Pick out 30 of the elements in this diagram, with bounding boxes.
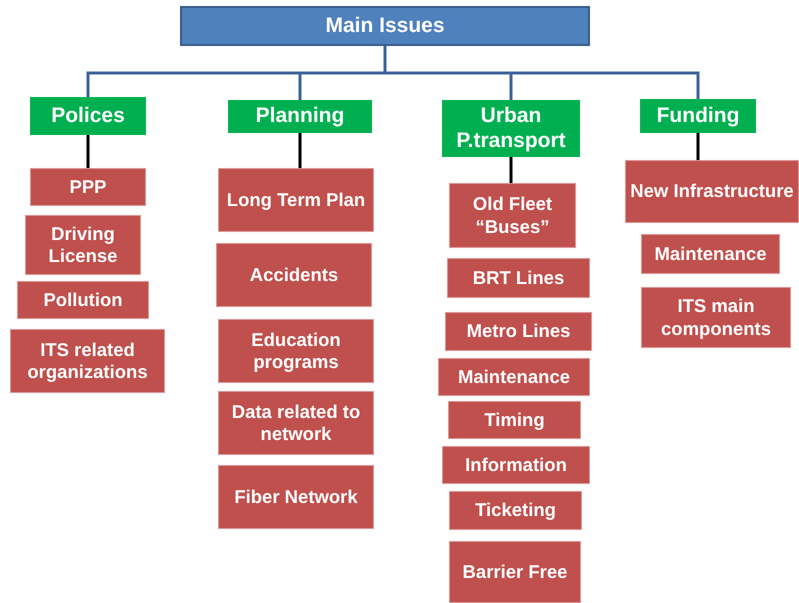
category-box: Polices — [30, 97, 146, 135]
topic-box: Pollution — [17, 281, 149, 319]
topic-box: ITS main components — [641, 287, 791, 348]
topic-box: Maintenance — [641, 234, 780, 274]
topic-box: Maintenance — [438, 358, 590, 396]
topic-box: Long Term Plan — [218, 168, 374, 232]
topic-box: PPP — [30, 168, 146, 206]
topic-box: Data related to network — [218, 391, 374, 455]
topic-box: Metro Lines — [445, 312, 592, 351]
connector-line — [384, 46, 700, 99]
connector-line — [86, 135, 90, 168]
topic-box: Barrier Free — [449, 541, 581, 603]
topic-box: Accidents — [216, 243, 372, 307]
topic-box: New Infrastructure — [625, 160, 799, 223]
connector-line — [298, 133, 302, 168]
heading-box: Main Issues — [180, 6, 590, 46]
category-box: Funding — [640, 99, 756, 133]
category-box: Planning — [228, 100, 372, 133]
category-box: Urban P.transport — [442, 100, 580, 157]
topic-box: Driving License — [25, 215, 141, 275]
topic-box: Ticketing — [449, 491, 582, 530]
topic-box: Timing — [448, 401, 581, 439]
topic-box: ITS related organizations — [10, 329, 165, 393]
connector-line — [510, 157, 512, 183]
connector-line — [696, 133, 700, 160]
topic-box: Fiber Network — [218, 465, 374, 529]
topic-box: Old Fleet “Buses” — [449, 183, 576, 248]
topic-box: Education programs — [218, 319, 374, 383]
topic-box: BRT Lines — [447, 258, 590, 298]
topic-box: Information — [442, 446, 590, 484]
